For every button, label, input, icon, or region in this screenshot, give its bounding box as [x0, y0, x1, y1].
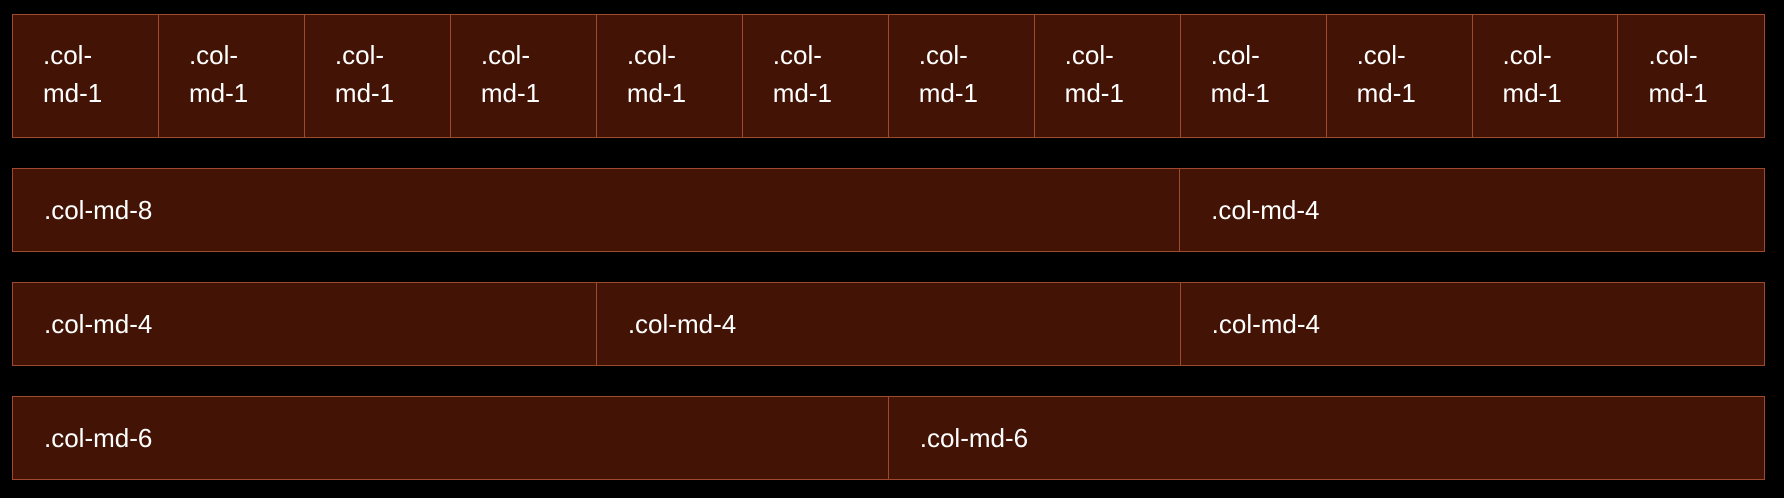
grid-row-4-4-4: .col-md-4 .col-md-4 .col-md-4: [12, 282, 1765, 366]
grid-column-md-1: .col-md-1: [12, 14, 160, 138]
grid-column-md-1: .col-md-1: [303, 14, 452, 138]
column-label: .col-md-1: [480, 40, 541, 108]
column-label: .col-md-1: [626, 40, 687, 108]
grid-column-md-4: .col-md-4: [1179, 282, 1765, 366]
column-label: .col-md-1: [1064, 40, 1124, 108]
grid-column-md-4: .col-md-4: [595, 282, 1182, 366]
grid-column-md-6: .col-md-6: [887, 396, 1765, 480]
column-label: .col-md-1: [188, 40, 249, 108]
column-label: .col-md-1: [1356, 40, 1416, 108]
column-label: .col-md-4: [1211, 309, 1321, 339]
column-label: .col-md-1: [1502, 40, 1562, 108]
grid-column-md-1: .col-md-1: [157, 14, 306, 138]
grid-column-md-1: .col-md-1: [449, 14, 598, 138]
column-label: .col-md-1: [772, 40, 833, 108]
column-label: .col-md-4: [1211, 195, 1320, 225]
column-label: .col-md-6: [44, 423, 153, 453]
grid-column-md-1: .col-md-1: [1179, 14, 1328, 138]
grid-column-md-6: .col-md-6: [12, 396, 890, 480]
column-label: .col-md-8: [44, 195, 153, 225]
grid-column-md-1: .col-md-1: [1033, 14, 1182, 138]
grid-column-md-8: .col-md-8: [12, 168, 1181, 252]
grid-column-md-1: .col-md-1: [887, 14, 1036, 138]
grid-row-6-6: .col-md-6 .col-md-6: [12, 396, 1765, 480]
column-label: .col-md-4: [44, 309, 153, 339]
column-label: .col-md-4: [627, 309, 737, 339]
column-label: .col-md-1: [918, 40, 978, 108]
grid-column-md-1: .col-md-1: [1325, 14, 1474, 138]
grid-column-md-4: .col-md-4: [12, 282, 598, 366]
grid-column-md-1: .col-md-1: [1471, 14, 1619, 138]
grid-column-md-1: .col-md-1: [595, 14, 744, 138]
grid-row-8-4: .col-md-8 .col-md-4: [12, 168, 1765, 252]
column-label: .col-md-1: [1210, 40, 1270, 108]
grid-column-md-4: .col-md-4: [1179, 168, 1765, 252]
grid-column-md-1: .col-md-1: [1617, 14, 1765, 138]
grid-row-12-cols: .col-md-1 .col-md-1 .col-md-1 .col-md-1 …: [12, 14, 1765, 138]
column-label: .col-md-1: [334, 40, 395, 108]
column-label: .col-md-1: [1648, 40, 1708, 108]
column-label: .col-md-1: [43, 40, 103, 108]
grid-column-md-1: .col-md-1: [741, 14, 890, 138]
column-label: .col-md-6: [919, 423, 1029, 453]
